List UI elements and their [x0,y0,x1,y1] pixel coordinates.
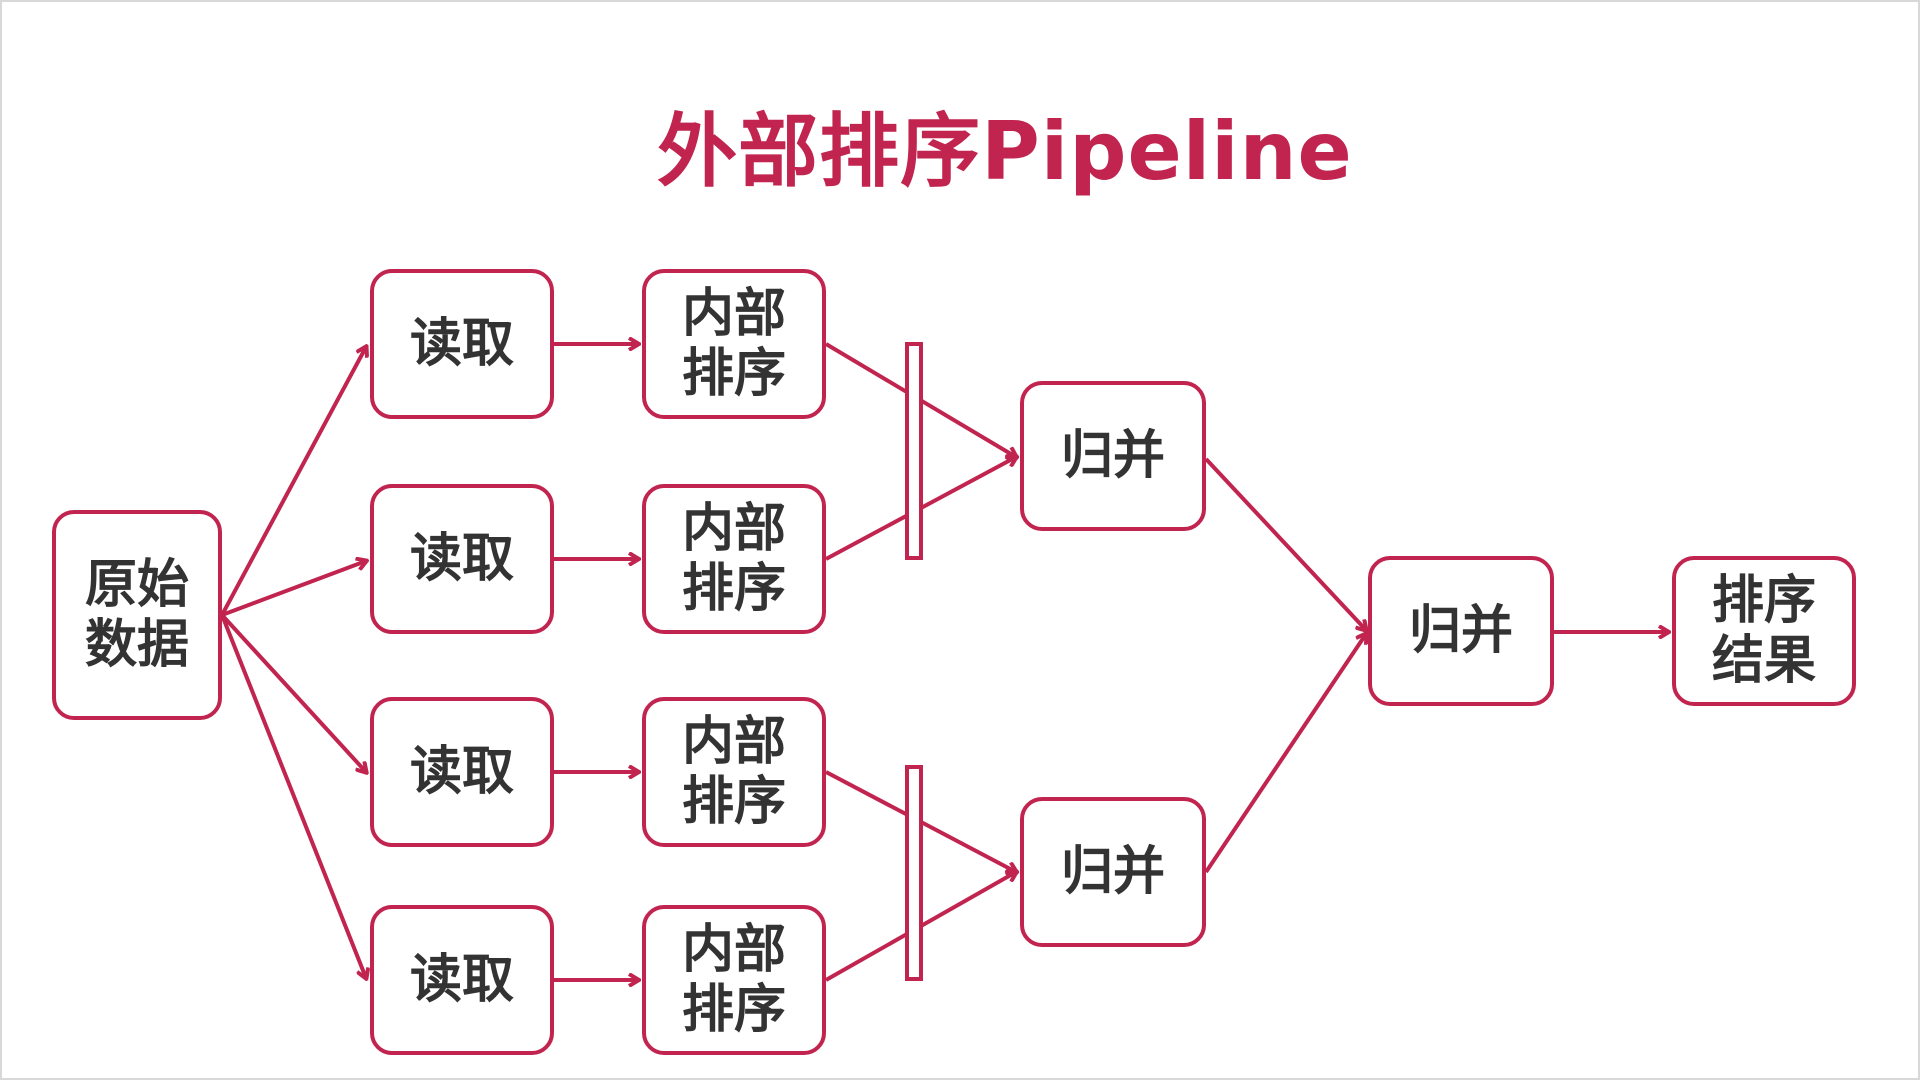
edge-merge-bottom-merge-final [1204,634,1366,874]
edge-source-read-2 [221,561,366,617]
node-read-4: 读取 [370,905,554,1055]
node-internal-sort-1: 内部 排序 [642,269,826,419]
channel-bar-bottom [905,765,923,981]
edge-source-read-4 [220,614,366,978]
node-internal-sort-3: 内部 排序 [642,697,826,847]
node-read-1: 读取 [370,269,554,419]
node-merge-top: 归并 [1020,381,1206,531]
node-read-2: 读取 [370,484,554,634]
diagram-title: 外部排序Pipeline [657,105,1353,198]
edge-source-read-1 [220,347,366,616]
node-internal-sort-4: 内部 排序 [642,905,826,1055]
node-internal-sort-2: 内部 排序 [642,484,826,634]
node-source-data: 原始 数据 [52,510,222,720]
node-merge-final: 归并 [1368,556,1554,706]
node-sort-result: 排序 结果 [1672,556,1856,706]
node-read-3: 读取 [370,697,554,847]
channel-bar-top [905,342,923,560]
edge-source-read-3 [220,613,366,772]
edge-merge-top-merge-final [1204,457,1366,630]
node-merge-bottom: 归并 [1020,797,1206,947]
